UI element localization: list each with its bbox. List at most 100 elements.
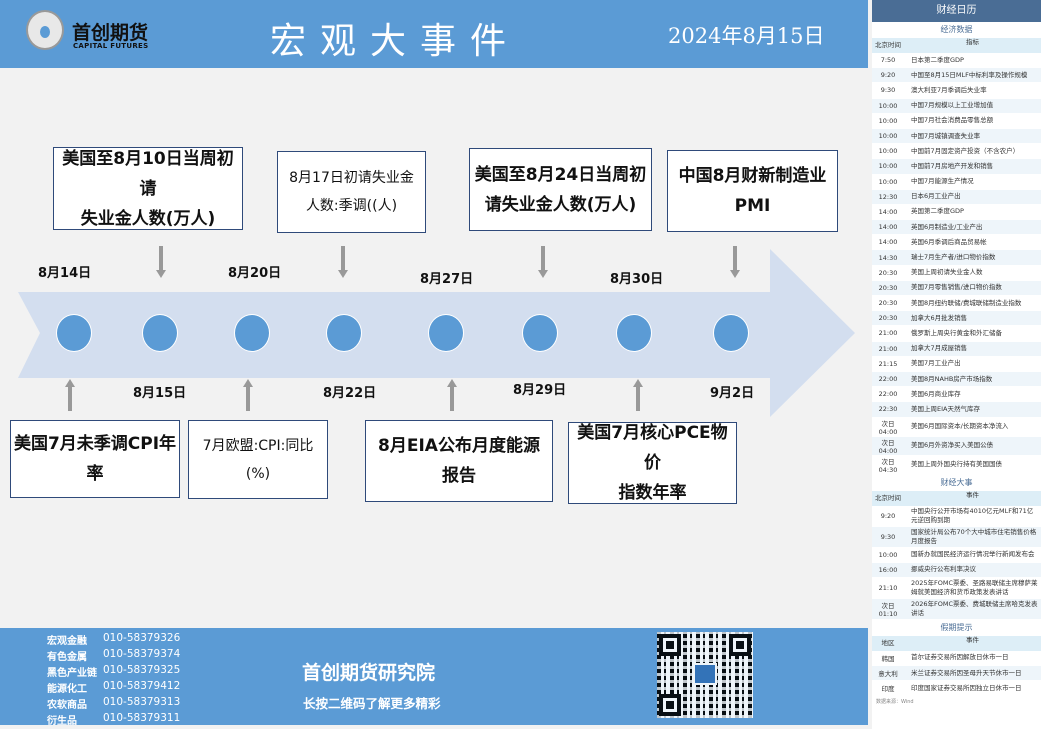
arrow-up-icon	[447, 379, 457, 411]
row-text: 美国上周外国央行持有美国国债	[911, 460, 1002, 468]
header-banner: 首创期货 CAPITAL FUTURES 宏观大事件 2024年8月15日	[0, 0, 868, 68]
event-text: 率	[86, 464, 104, 484]
event-text: 请失业金人数(万人)	[484, 194, 637, 215]
contact-phone: 010-58379374	[103, 648, 181, 660]
arrow-down-icon	[730, 246, 740, 278]
logo-subtext: CAPITAL FUTURES	[73, 42, 149, 50]
row-time: 9:20	[880, 511, 896, 520]
row-time: 21:00	[878, 344, 898, 353]
event-text: 失业金人数(万人)	[80, 208, 216, 229]
row-time: 12:30	[878, 192, 898, 201]
row-text: 国家统计局公布70个大中城市住宅销售价格月度报告	[911, 527, 1037, 545]
table-row: 韩国 首尔证券交易所因解放日休市一日	[872, 651, 1041, 667]
column-header: 事件	[966, 490, 979, 499]
table-row: 14:00 英国第二季度GDP	[872, 205, 1041, 221]
sidebar-title: 财经日历	[872, 0, 1041, 22]
table-row: 14:00 英国6月制造业/工业产出	[872, 220, 1041, 236]
event-text: 指数年率	[618, 483, 687, 503]
date-label: 8月30日	[610, 272, 664, 287]
row-time: 10:00	[878, 162, 898, 171]
row-text: 美国6月外资净买入美国公债	[911, 441, 994, 449]
row-time: 10:00	[878, 101, 898, 110]
row-time: 韩国	[881, 654, 895, 663]
row-time: 16:00	[878, 565, 898, 574]
event-box-top: 美国至8月10日当周初请失业金人数(万人)	[53, 147, 243, 230]
row-time: 9:20	[880, 71, 896, 80]
row-time: 次日 04:00	[878, 419, 898, 436]
contact-dept: 农软商品	[47, 700, 87, 711]
column-header: 事件	[966, 635, 979, 644]
page-title: 宏观大事件	[270, 21, 521, 62]
row-time: 22:00	[878, 390, 898, 399]
row-text: 美国8月纽约联储/费城联储制造业指数	[911, 298, 1022, 307]
row-text: 国新办就国民经济运行情况举行新闻发布会	[911, 550, 1035, 559]
qr-code[interactable]	[657, 632, 753, 718]
event-box-bottom: 美国7月核心PCE物价指数年率	[568, 422, 737, 504]
row-text: 首尔证券交易所因解放日休市一日	[911, 653, 1009, 662]
row-time: 10:00	[878, 177, 898, 186]
timeline-node	[326, 314, 362, 352]
contact-phone: 010-58379326	[103, 632, 181, 644]
date-label: 9月2日	[710, 386, 755, 401]
table-header: 北京时间事件	[872, 490, 1041, 506]
date-label: 8月27日	[420, 272, 474, 287]
row-time: 意大利	[878, 670, 898, 679]
row-text: 中国前7月房地产开发和销售	[911, 161, 994, 170]
row-time: 14:00	[878, 207, 898, 216]
row-time: 14:00	[878, 238, 898, 247]
event-text: 7月欧盟:CPI:同比	[202, 437, 314, 454]
row-time: 10:00	[878, 147, 898, 156]
row-text: 2026年FOMC票委、费城联储主席哈克发表讲话	[911, 599, 1038, 617]
row-time: 20:30	[878, 268, 898, 277]
arrow-up-icon	[633, 379, 643, 411]
timeline-node	[142, 314, 178, 352]
row-time: 21:10	[878, 583, 898, 592]
row-time: 10:00	[878, 116, 898, 125]
event-box-bottom: 7月欧盟:CPI:同比(%)	[188, 420, 328, 499]
column-header: 地区	[881, 638, 895, 647]
column-header: 指标	[966, 38, 979, 46]
data-source: 数据来源：Wind	[876, 699, 914, 706]
table-row: 意大利 米兰证券交易所因圣母升天节休市一日	[872, 666, 1041, 682]
arrow-down-icon	[538, 246, 548, 278]
row-time: 20:30	[878, 314, 898, 323]
row-time: 22:30	[878, 405, 898, 414]
row-text: 英国第二季度GDP	[911, 207, 964, 216]
date-label: 8月15日	[133, 386, 187, 401]
row-text: 中国7月规模以上工业增加值	[911, 101, 994, 110]
row-text: 美国上周初请失业金人数	[911, 268, 983, 277]
contact-phone: 010-58379313	[103, 696, 181, 708]
row-time: 14:00	[878, 223, 898, 232]
table-body: 韩国首尔证券交易所因解放日休市一日意大利米兰证券交易所因圣母升天节休市一日印度印…	[872, 651, 1041, 697]
section-title: 假期提示	[940, 622, 973, 632]
event-text: 美国至8月24日当周初	[474, 164, 647, 185]
event-box-top: 8月17日初请失业金人数:季调((人)	[277, 151, 426, 233]
event-text: 8月17日初请失业金	[289, 170, 414, 186]
contact-dept: 黑色产业链	[47, 668, 97, 679]
row-text: 挪威央行公布利率决议	[911, 565, 976, 574]
row-text: 米兰证券交易所因圣母升天节休市一日	[911, 668, 1022, 677]
row-text: 英国6月制造业/工业产出	[911, 222, 983, 231]
row-time: 20:30	[878, 283, 898, 292]
row-text: 中国前7月固定资产投资（不含农户）	[911, 146, 1020, 155]
arrow-down-icon	[156, 246, 166, 278]
